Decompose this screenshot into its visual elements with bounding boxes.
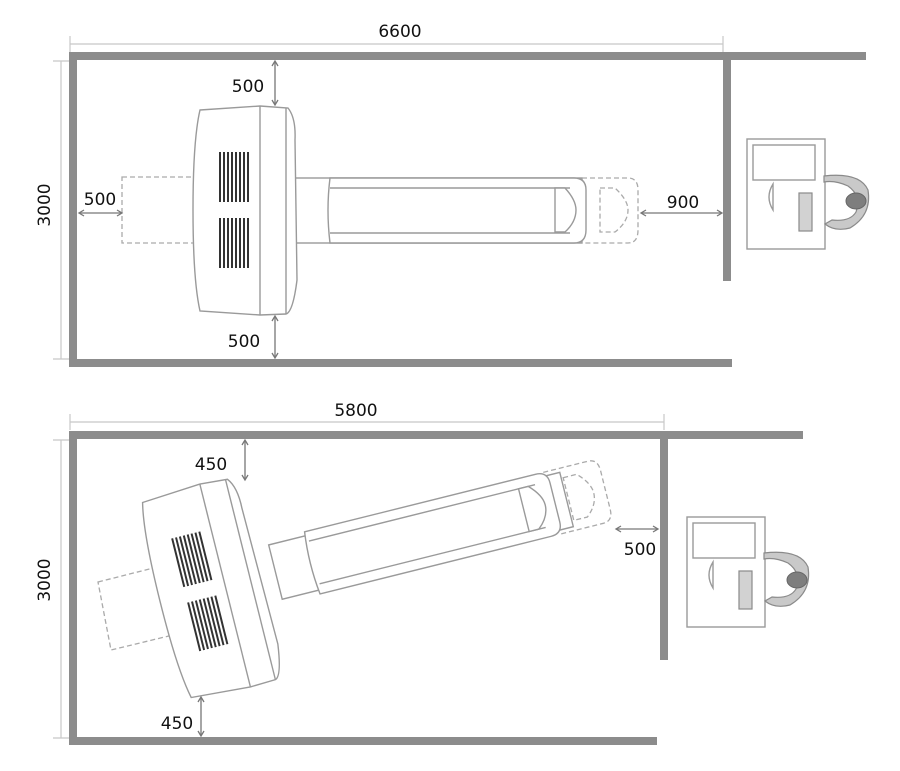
room-length-dimension: 5800: [69, 401, 665, 430]
room-width-label: 3000: [35, 558, 55, 601]
operator-console: [686, 516, 810, 628]
layout-angled: 5800 3000: [35, 401, 810, 745]
clearance-top-label: 450: [195, 455, 227, 475]
clearance-rear-label: 500: [84, 190, 116, 210]
clearance-rear: 500: [77, 190, 124, 217]
room-length-label: 6600: [378, 22, 421, 42]
clearance-bottom-label: 450: [161, 714, 193, 734]
room-walls: [69, 431, 803, 745]
clearance-bottom: 450: [161, 695, 205, 738]
layout-straight: 6600 3000: [35, 22, 870, 367]
rear-extension: [121, 176, 195, 244]
room-length-label: 5800: [334, 401, 377, 421]
patient-table: [291, 177, 639, 244]
clearance-bottom: 500: [228, 314, 279, 360]
clearance-table-end: 500: [614, 525, 660, 560]
vent-grille: [219, 152, 249, 268]
room-width-dimension: 3000: [35, 60, 72, 360]
room-width-dimension: 3000: [35, 439, 72, 739]
gantry: [192, 105, 298, 316]
room-walls: [69, 52, 866, 367]
clearance-table-end-label: 500: [624, 540, 656, 560]
room-length-dimension: 6600: [69, 22, 724, 52]
clearance-table-end: 900: [639, 193, 724, 217]
clearance-bottom-label: 500: [228, 332, 260, 352]
operator-head-icon: [786, 571, 808, 589]
gantry: [141, 478, 281, 699]
clearance-top: 450: [195, 438, 249, 482]
operator-console: [746, 138, 870, 250]
clearance-top-label: 500: [232, 77, 264, 97]
patient-table: [267, 460, 612, 601]
vent-grille: [171, 531, 229, 652]
clearance-table-end-label: 900: [667, 193, 699, 213]
clearance-top: 500: [232, 59, 279, 107]
room-width-label: 3000: [35, 183, 55, 226]
operator-head-icon: [845, 192, 867, 210]
